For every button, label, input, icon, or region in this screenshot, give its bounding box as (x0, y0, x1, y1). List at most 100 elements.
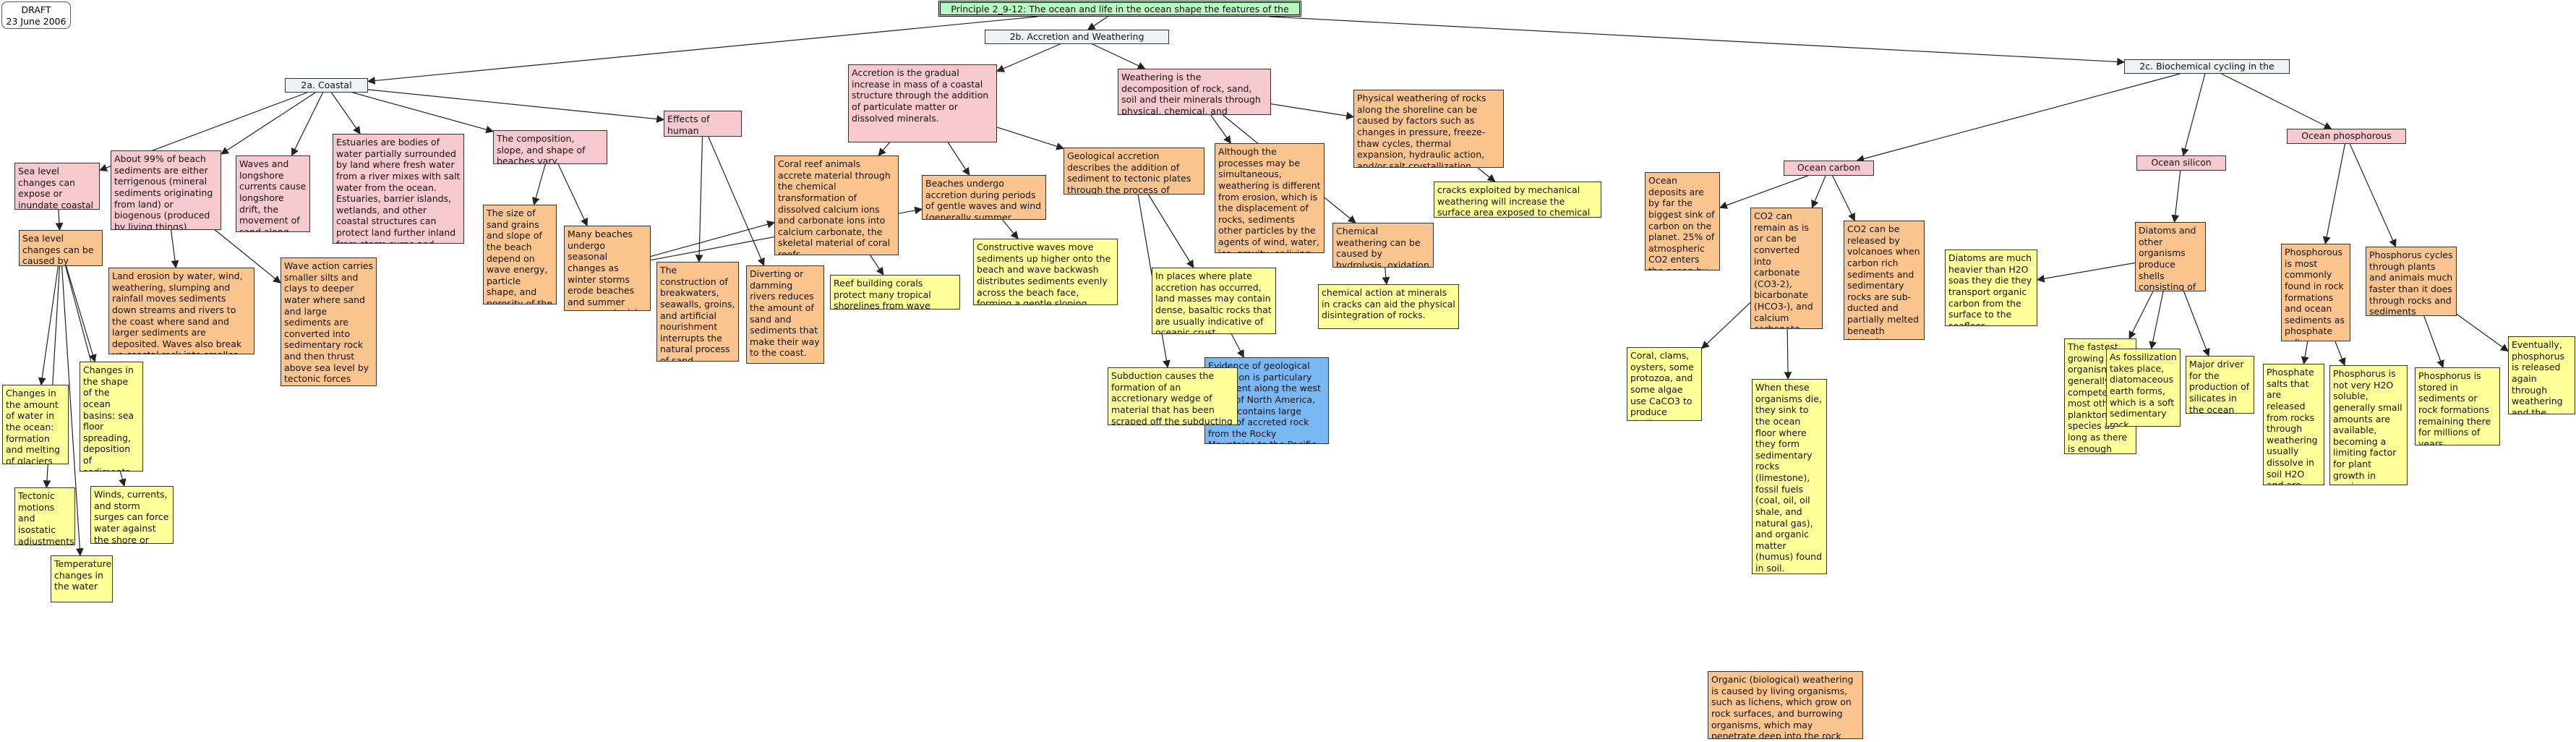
connector-effects_human-to-diverting (708, 136, 765, 266)
ocean-deposits-node[interactable]: Ocean deposits are by far the biggest si… (1645, 172, 1720, 270)
connector-about99-to-land_erosion (170, 229, 179, 269)
connector-many_beaches-to-coral_reef (650, 220, 776, 257)
connector-ocean_phosphorous-to-phos_cycles (2349, 143, 2397, 247)
plate-accretion-places-node[interactable]: In places where plate accretion has occu… (1152, 268, 1276, 334)
connector-accretion_def-to-coral_reef (878, 142, 890, 156)
sea-level-expose-node[interactable]: Sea level changes can expose or inundate… (14, 163, 100, 210)
connector-composition-to-many_beaches (557, 163, 588, 226)
fastest-growing-node[interactable]: The fastest growing organism and general… (2064, 338, 2136, 454)
draft-date: 23 June 2006 (6, 16, 67, 27)
biochemical-cycling-node[interactable]: 2c. Biochemical cycling in the ocean (2124, 59, 2290, 74)
phosphate-salts-node[interactable]: Phosphate salts that are released from r… (2263, 364, 2324, 485)
beach-composition-node[interactable]: The composition, slope, and shape of bea… (493, 130, 607, 164)
connector-sea_level_factors-to-changes_shape (65, 265, 97, 363)
connector-root-to-biochem (1269, 16, 2126, 66)
reef-building-corals-node[interactable]: Reef building corals protect many tropic… (830, 275, 960, 310)
draft-stamp: DRAFT 23 June 2006 (1, 1, 71, 29)
connector-coastal-to-estuaries (330, 92, 361, 135)
organism-sedimentation-node[interactable]: When these organisms die, they sink to t… (1752, 379, 1827, 574)
connector-accretion_def-to-beaches_accretion (947, 142, 970, 176)
subduction-wedge-node[interactable]: Subduction causes the formation of an ac… (1108, 367, 1238, 425)
connector-biochem-to-ocean_silicon (2181, 73, 2206, 157)
connector-effects_human-to-construction (695, 136, 703, 263)
accretion-definition-node[interactable]: Accretion is the gradual increase in mas… (848, 64, 997, 142)
coral-reef-accretion-node[interactable]: Coral reef animals accrete material thro… (774, 155, 899, 255)
connector-phos_cycles-to-eventually (2456, 313, 2509, 352)
connector-phos_common-to-phos_not_soluble (2335, 341, 2346, 367)
coastal-areas-node[interactable]: 2a. Coastal areas (285, 78, 368, 93)
organic-weathering-node[interactable]: Organic (biological) weathering is cause… (1708, 671, 1863, 739)
ocean-phosphorous-cycle-node[interactable]: Ocean phosphorous cycle (2287, 129, 2406, 144)
connector-coastal-to-composition (352, 92, 495, 134)
beach-sediments-node[interactable]: About 99% of beach sediments are either … (111, 150, 221, 230)
geological-accretion-node[interactable]: Geological accretion describes the addit… (1064, 148, 1204, 195)
weathering-definition-node[interactable]: Weathering is the decomposition of rock,… (1118, 69, 1271, 115)
connector-coastal-to-waves_longshore (291, 92, 324, 156)
silicate-driver-node[interactable]: Major driver for the production of silic… (2186, 356, 2254, 414)
changes-shape-node[interactable]: Changes in the shape of the ocean basins… (80, 362, 143, 472)
seasonal-beach-changes-node[interactable]: Many beaches undergo seasonal changes as… (564, 226, 651, 311)
mechanical-cracks-node[interactable]: cracks exploited by mechanical weatherin… (1434, 182, 1601, 218)
connector-diatoms_shells-to-diatoms_heavier (2036, 262, 2136, 283)
changes-amount-node[interactable]: Changes in the amount of water in the oc… (2, 385, 69, 464)
constructive-waves-node[interactable]: Constructive waves move sediments up hig… (973, 239, 1118, 305)
connector-co2_remain-to-coral_clams (1701, 302, 1751, 349)
connector-biochem-to-ocean_phosphorous (2221, 73, 2332, 129)
winds-currents-node[interactable]: Winds, currents, and storm surges can fo… (90, 486, 174, 544)
co2-remain-node[interactable]: CO2 can remain as is or can be converted… (1750, 208, 1823, 329)
connector-diatoms_shells-to-major_driver (2183, 291, 2210, 357)
connector-coral_reef-to-reef_building (870, 255, 884, 276)
connector-about99-to-wave_action (215, 229, 281, 283)
draft-label: DRAFT (21, 4, 51, 15)
ocean-silicon-cycle-node[interactable]: Ocean silicon cycle (2136, 155, 2226, 171)
co2-released-node[interactable]: CO2 can be released by volcanoes when ca… (1844, 221, 1925, 340)
connector-phos_cycles-to-phos_stored (2423, 315, 2444, 369)
connector-coastal-to-effects_human (367, 89, 665, 123)
phosphorus-solubility-node[interactable]: Phosphorus is not very H2O soluble, gene… (2329, 365, 2408, 485)
beaches-accretion-node[interactable]: Beaches undergo accretion during periods… (922, 175, 1046, 220)
connector-coastal-to-about99 (221, 92, 316, 155)
connector-weathering_def-to-although (1210, 114, 1231, 144)
connector-sea_level_expose-to-sea_level_factors (55, 209, 64, 231)
connector-beaches_accretion-to-constructive_waves (1002, 219, 1019, 239)
physical-weathering-node[interactable]: Physical weathering of rocks along the s… (1353, 90, 1504, 168)
connector-composition-to-size_grains (531, 163, 546, 206)
connector-phos_common-to-phosphate_salts (2301, 341, 2309, 365)
shell-producers-node[interactable]: Coral, clams, oysters, some protozoa, an… (1627, 347, 1702, 421)
estuaries-node[interactable]: Estuaries are bodies of water partially … (333, 134, 464, 244)
connector-ocean_carbon-to-co2_released (1832, 175, 1855, 221)
waves-longshore-node[interactable]: Waves and longshore currents cause longs… (236, 155, 310, 232)
land-erosion-node[interactable]: Land erosion by water, wind, weathering,… (108, 268, 254, 354)
human-effects-node[interactable]: Effects of human activities (664, 111, 742, 137)
connector-root-to-accretion_weathering (1087, 16, 1108, 30)
principle-root-node[interactable]: Principle 2_9-12: The ocean and life in … (938, 1, 1301, 17)
connector-ocean_silicon-to-diatoms_shells (2171, 170, 2181, 223)
phosphorus-stored-node[interactable]: Phosphorus is stored in sediments or roc… (2415, 367, 2500, 445)
damming-rivers-node[interactable]: Diverting or damming rivers reduces the … (746, 265, 824, 364)
connector-co2_remain-to-when_organisms (1784, 328, 1792, 380)
connector-geological_accretion-to-in_places (1147, 194, 1194, 268)
diatomaceous-earth-node[interactable]: As fossilization takes place, diatomaceo… (2106, 349, 2181, 427)
wave-action-node[interactable]: Wave action carries smaller silts and cl… (281, 257, 377, 386)
connector-accretion_def-to-geological_accretion (996, 127, 1065, 150)
diatoms-heavier-node[interactable]: Diatoms are much heavier than H2O soas t… (1945, 250, 2037, 326)
accretion-weathering-node[interactable]: 2b. Accretion and Weathering (985, 30, 1169, 44)
chemical-action-node[interactable]: chemical action at minerals in cracks ca… (1318, 284, 1459, 329)
diatom-shells-node[interactable]: Diatoms and other organisms produce shel… (2135, 222, 2206, 291)
connector-in_places-to-evidence (1231, 333, 1244, 358)
connector-chemical_weathering-to-chemical_action (1382, 267, 1390, 286)
phosphorous-rock-node[interactable]: Phosphorous is most commonly found in ro… (2281, 244, 2350, 341)
sea-level-factors-node[interactable]: Sea level changes can be caused by sever… (19, 230, 103, 266)
temperature-changes-node[interactable]: Temperature changes in the water (51, 555, 113, 602)
phosphorus-released-node[interactable]: Eventually, phosphorus is released again… (2508, 336, 2575, 414)
connector-ocean_carbon-to-co2_remain (1811, 175, 1826, 208)
chemical-weathering-node[interactable]: Chemical weathering can be caused by hyd… (1332, 223, 1434, 268)
connector-accretion_weathering-to-accretion_def (996, 43, 1061, 72)
tectonic-motions-node[interactable]: Tectonic motions and isostatic adjustmen… (14, 487, 75, 545)
ocean-carbon-cycle-node[interactable]: Ocean carbon cycle (1784, 161, 1874, 176)
connector-sea_level_factors-to-changes_amount (38, 265, 59, 386)
sand-grain-size-node[interactable]: The size of sand grains and slope of the… (483, 205, 557, 304)
phosphorus-cycles-node[interactable]: Phosphorus cycles through plants and ani… (2366, 247, 2457, 316)
weathering-vs-erosion-node[interactable]: Although the processes may be simultaneo… (1215, 143, 1325, 253)
breakwaters-construction-node[interactable]: The construction of breakwaters, seawall… (656, 262, 739, 362)
